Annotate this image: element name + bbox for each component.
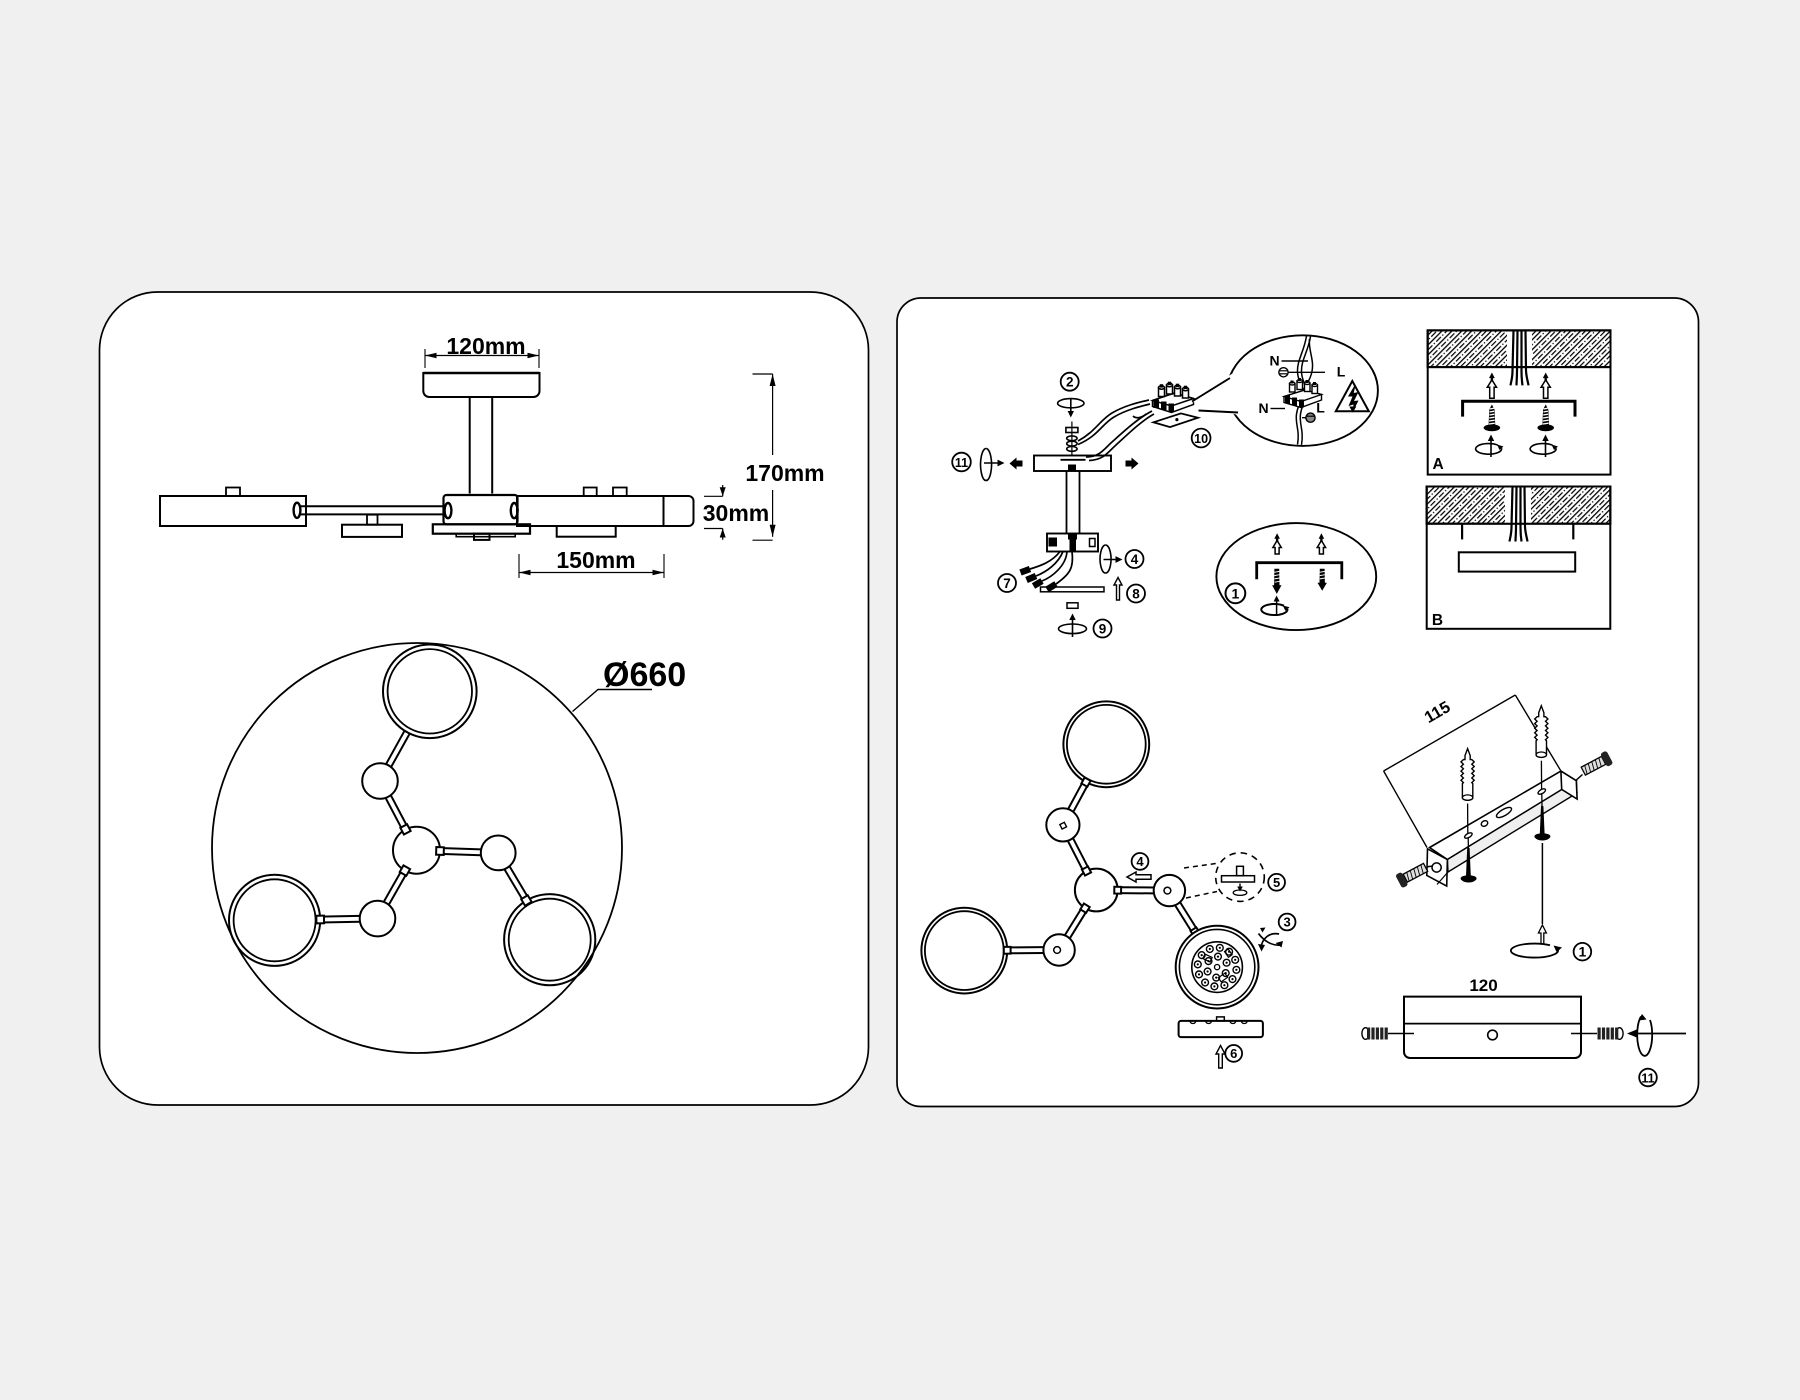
svg-text:N: N: [1258, 400, 1268, 416]
svg-text:11: 11: [1641, 1071, 1654, 1085]
svg-text:7: 7: [1003, 576, 1011, 591]
svg-text:11: 11: [955, 456, 968, 470]
svg-text:170mm: 170mm: [745, 460, 824, 486]
svg-text:6: 6: [1230, 1046, 1237, 1061]
svg-text:Ø660: Ø660: [603, 656, 686, 694]
svg-text:L: L: [1316, 400, 1325, 416]
svg-text:9: 9: [1099, 621, 1107, 636]
svg-text:2: 2: [1066, 375, 1074, 390]
svg-text:3: 3: [1283, 915, 1290, 930]
svg-text:L: L: [1337, 364, 1346, 380]
svg-text:8: 8: [1132, 586, 1140, 601]
svg-text:4: 4: [1136, 854, 1144, 869]
svg-text:N: N: [1269, 353, 1279, 369]
svg-text:5: 5: [1273, 875, 1280, 890]
svg-text:30mm: 30mm: [703, 500, 769, 526]
svg-text:10: 10: [1194, 432, 1208, 446]
svg-text:A: A: [1433, 456, 1444, 473]
svg-text:4: 4: [1131, 552, 1139, 567]
svg-text:150mm: 150mm: [556, 547, 635, 573]
svg-text:1: 1: [1579, 944, 1587, 960]
svg-text:120mm: 120mm: [446, 333, 525, 359]
svg-text:B: B: [1432, 612, 1443, 629]
svg-text:1: 1: [1232, 585, 1240, 601]
svg-text:120: 120: [1469, 976, 1497, 995]
